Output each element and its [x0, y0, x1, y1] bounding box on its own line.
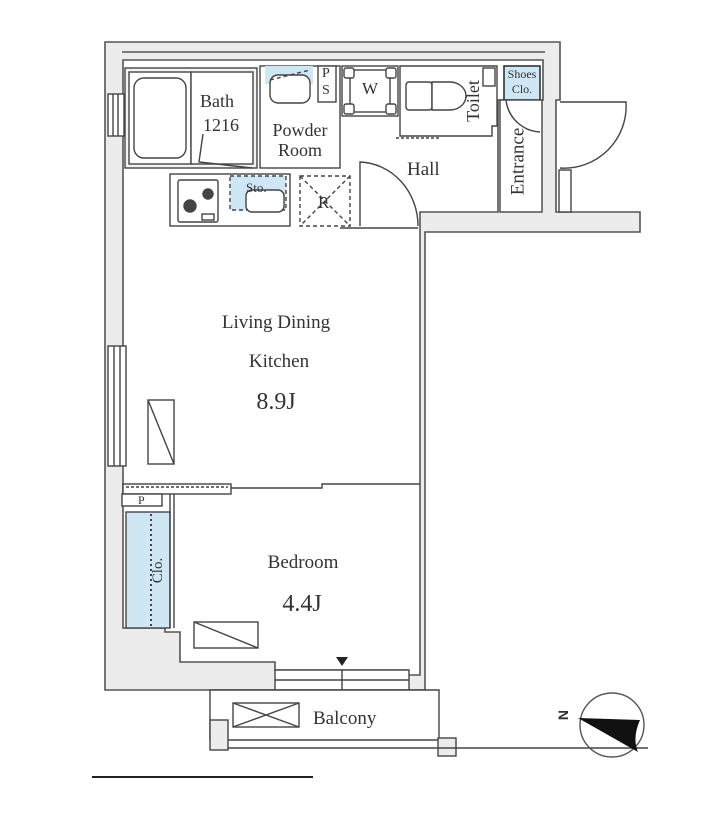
toilet-label: Toilet — [462, 80, 483, 122]
pipe-label: P — [138, 493, 145, 507]
washbasin — [269, 74, 311, 104]
hall-label: Hall — [407, 159, 440, 180]
balcony-label: Balcony — [313, 708, 377, 729]
ldk-size-label: 8.9J — [256, 389, 296, 415]
powder-room-label-1: Powder — [272, 120, 328, 140]
compass-icon — [578, 692, 645, 758]
bath-label: Bath — [200, 91, 234, 111]
shoes-closet-label-2: Clo. — [511, 82, 533, 96]
bedroom-entrance-marker — [336, 657, 348, 666]
compass-north-label: N — [555, 709, 572, 721]
washer-label: W — [362, 79, 379, 98]
ldk-label-2: Kitchen — [248, 351, 310, 372]
ldk-window — [107, 345, 127, 467]
ps-label-bottom: S — [322, 83, 330, 98]
bathtub — [133, 77, 187, 159]
front-door-swing — [559, 101, 627, 169]
ps-label-top: P — [322, 66, 330, 81]
pipe-space — [317, 65, 337, 103]
pipe-space-bedroom — [121, 493, 163, 507]
ldk-label-1: Living Dining — [221, 312, 331, 333]
shoes-closet-label-1: Shoes — [507, 67, 537, 81]
closet-label: Clo. — [150, 557, 167, 584]
bedroom-closet — [125, 511, 171, 629]
entrance-area — [499, 99, 543, 213]
hall-door-swing — [359, 161, 419, 227]
powder-room-label-2: Room — [277, 140, 323, 160]
entrance-label: Entrance — [507, 127, 529, 196]
bath-size-label: 1216 — [203, 115, 239, 135]
bedroom-size-label: 4.4J — [282, 591, 322, 617]
refrigerator-label: R — [318, 193, 330, 212]
toilet-bowl — [405, 81, 433, 111]
storage-label: Sto. — [246, 180, 267, 195]
bedroom-label: Bedroom — [267, 552, 339, 573]
